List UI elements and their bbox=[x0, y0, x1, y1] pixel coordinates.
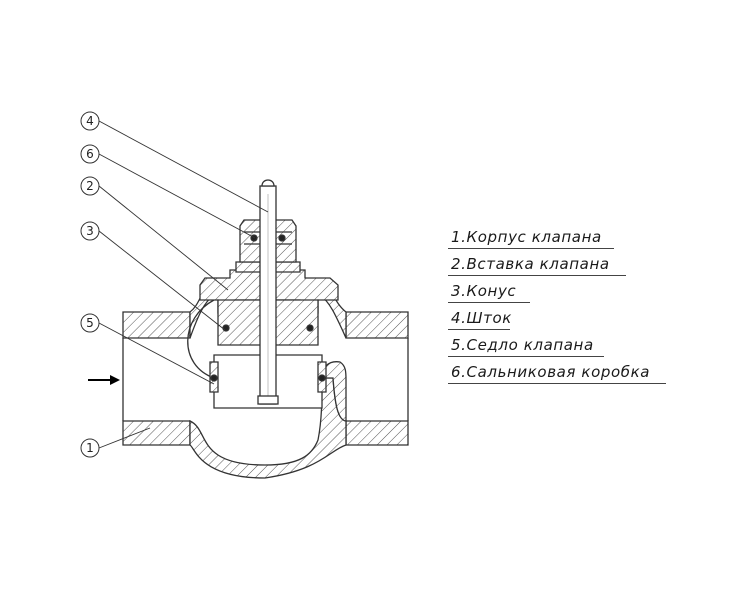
parts-legend: 1.Корпус клапана 2.Вставка клапана 3.Кон… bbox=[448, 228, 678, 390]
svg-text:3: 3 bbox=[86, 224, 94, 238]
svg-text:5: 5 bbox=[86, 316, 94, 330]
callout-2: 2 bbox=[80, 176, 100, 196]
legend-label-gland: 6.Сальниковая коробка bbox=[451, 363, 651, 381]
legend-item-insert: 2.Вставка клапана bbox=[448, 255, 678, 282]
legend-label-seat: 5.Седло клапана bbox=[451, 336, 594, 354]
legend-item-cone: 3.Конус bbox=[448, 282, 678, 309]
callout-4: 4 bbox=[80, 111, 100, 131]
legend-item-body: 1.Корпус клапана bbox=[448, 228, 678, 255]
svg-text:1: 1 bbox=[86, 441, 94, 455]
callout-1: 1 bbox=[80, 438, 100, 458]
legend-item-seat: 5.Седло клапана bbox=[448, 336, 678, 363]
callout-6: 6 bbox=[80, 144, 100, 164]
legend-label-cone: 3.Конус bbox=[451, 282, 517, 300]
legend-underline bbox=[448, 356, 604, 357]
legend-underline bbox=[448, 383, 666, 384]
svg-text:4: 4 bbox=[86, 114, 94, 128]
legend-underline bbox=[448, 302, 530, 303]
legend-label-insert: 2.Вставка клапана bbox=[451, 255, 610, 273]
legend-underline bbox=[448, 275, 626, 276]
legend-underline bbox=[448, 329, 510, 330]
valve-body bbox=[122, 283, 409, 479]
legend-label-stem: 4.Шток bbox=[451, 309, 512, 327]
valve-stem bbox=[257, 179, 279, 405]
svg-text:2: 2 bbox=[86, 179, 94, 193]
callout-3: 3 bbox=[80, 221, 100, 241]
svg-text:6: 6 bbox=[86, 147, 94, 161]
legend-label-body: 1.Корпус клапана bbox=[451, 228, 602, 246]
callout-5: 5 bbox=[80, 313, 100, 333]
legend-underline bbox=[448, 248, 614, 249]
legend-item-stem: 4.Шток bbox=[448, 309, 678, 336]
legend-item-gland: 6.Сальниковая коробка bbox=[448, 363, 678, 390]
arrow-right-icon bbox=[88, 375, 120, 385]
leader-lines bbox=[98, 120, 269, 449]
